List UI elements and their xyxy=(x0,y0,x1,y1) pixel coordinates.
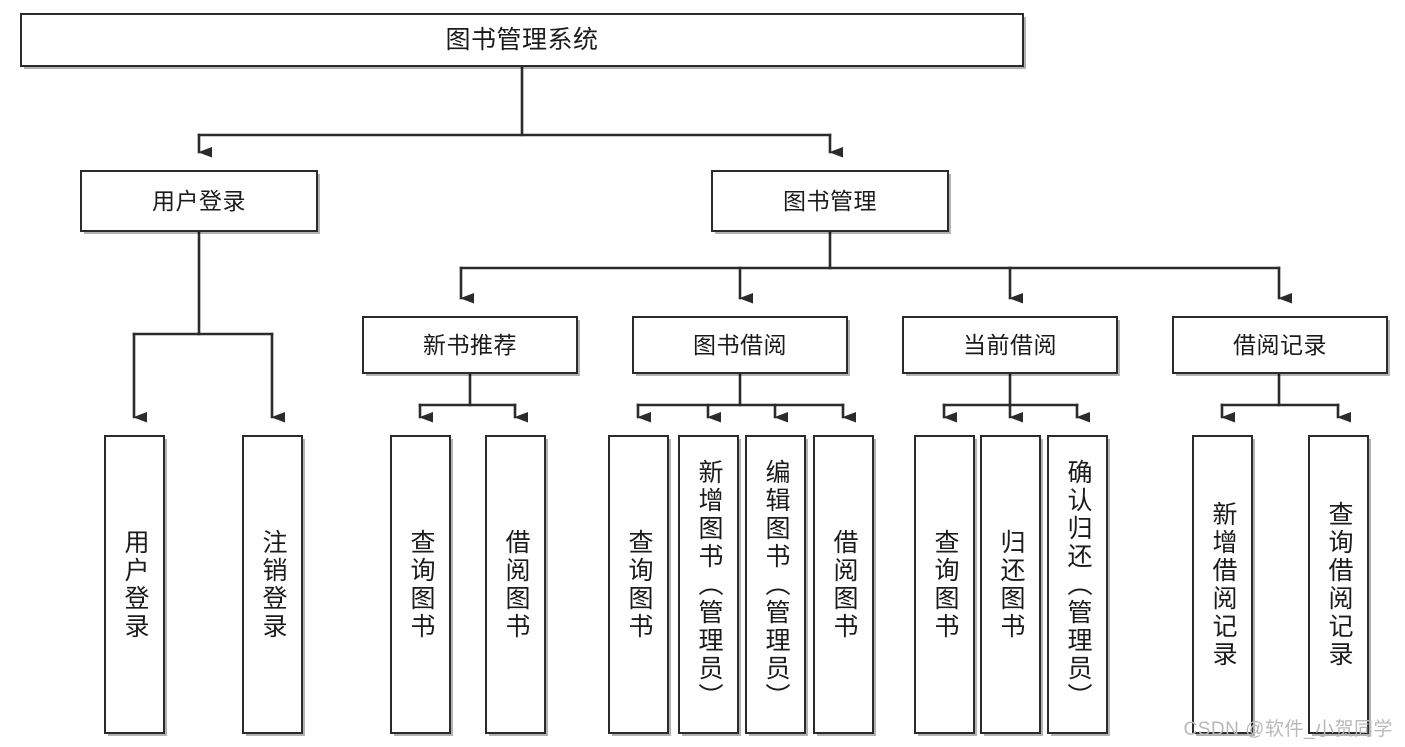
node-label: 查询借阅记录 xyxy=(1325,500,1353,669)
node-label: 用户登录 xyxy=(121,528,149,641)
node-label: 查询图书 xyxy=(931,528,959,641)
node-label: 新书推荐 xyxy=(423,331,517,358)
node-label: 借阅图书 xyxy=(830,528,858,641)
node-label: 图书管理系统 xyxy=(445,25,599,54)
leaf-user-login[interactable]: 用户登录 xyxy=(104,435,165,734)
leaf-query-borrow-record[interactable]: 查询借阅记录 xyxy=(1308,435,1369,734)
leaf-add-borrow-record[interactable]: 新增借阅记录 xyxy=(1192,435,1253,734)
node-label: 图书管理 xyxy=(783,187,877,214)
leaf-borrow-book[interactable]: 借阅图书 xyxy=(813,435,874,734)
node-label: 查询图书 xyxy=(407,528,435,641)
node-label: 编辑图书（管理员） xyxy=(762,458,790,711)
node-label: 当前借阅 xyxy=(963,331,1057,358)
node-current-borrow[interactable]: 当前借阅 xyxy=(902,316,1118,374)
node-label: 确认归还（管理员） xyxy=(1064,458,1092,711)
node-label: 借阅图书 xyxy=(502,528,530,641)
node-book-management-system[interactable]: 图书管理系统 xyxy=(20,13,1024,67)
leaf-confirm-return-admin[interactable]: 确认归还（管理员） xyxy=(1047,435,1108,734)
node-book-borrow[interactable]: 图书借阅 xyxy=(632,316,848,374)
leaf-logout[interactable]: 注销登录 xyxy=(242,435,303,734)
node-new-book-recommend[interactable]: 新书推荐 xyxy=(362,316,578,374)
node-label: 新增图书（管理员） xyxy=(695,458,723,711)
node-label: 图书借阅 xyxy=(693,331,787,358)
leaf-borrow-book-recommend[interactable]: 借阅图书 xyxy=(485,435,546,734)
node-label: 归还图书 xyxy=(997,528,1025,641)
leaf-add-book-admin[interactable]: 新增图书（管理员） xyxy=(678,435,739,734)
node-user-login[interactable]: 用户登录 xyxy=(80,170,318,232)
node-label: 新增借阅记录 xyxy=(1209,500,1237,669)
node-borrow-record[interactable]: 借阅记录 xyxy=(1172,316,1388,374)
leaf-query-book-current[interactable]: 查询图书 xyxy=(914,435,975,734)
node-label: 借阅记录 xyxy=(1233,331,1327,358)
leaf-query-book-borrow[interactable]: 查询图书 xyxy=(608,435,669,734)
leaf-return-book[interactable]: 归还图书 xyxy=(980,435,1041,734)
node-label: 查询图书 xyxy=(625,528,653,641)
node-label: 用户登录 xyxy=(152,187,246,214)
watermark: CSDN @软件_小贺同学 xyxy=(1183,719,1393,740)
leaf-query-book-recommend[interactable]: 查询图书 xyxy=(390,435,451,734)
leaf-edit-book-admin[interactable]: 编辑图书（管理员） xyxy=(745,435,806,734)
node-book-management[interactable]: 图书管理 xyxy=(711,170,949,232)
node-label: 注销登录 xyxy=(259,528,287,641)
